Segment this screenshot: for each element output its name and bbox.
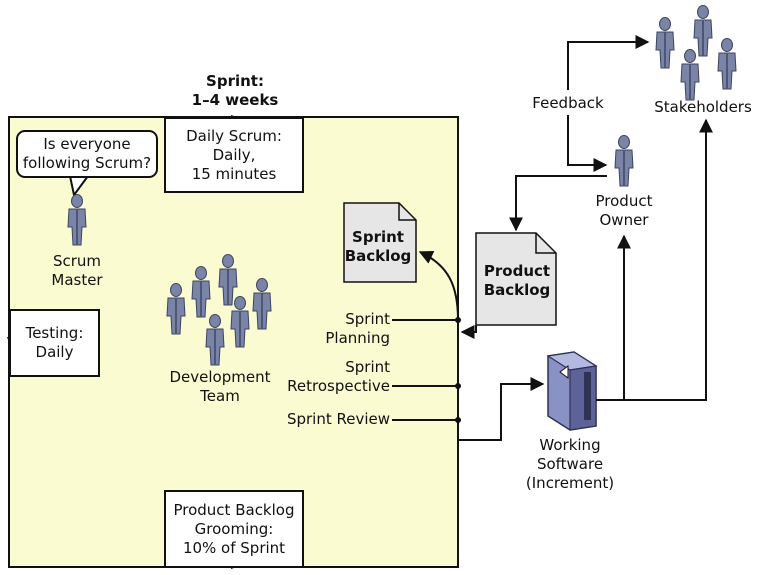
product-backlog-to-planning-arrow [460,325,477,339]
software-to-owner-arrow [596,234,631,401]
product-backlog-grooming-box: Product Backlog Grooming: 10% of Sprint [164,490,304,568]
label-line: Master [51,271,103,289]
speech-line: Is everyone [43,135,131,153]
sprint-title-line: Sprint: [206,72,264,90]
grooming-label: Product Backlog [173,500,295,519]
daily-scrum-box: Daily Scrum: Daily, 15 minutes [164,117,304,193]
scrum-master-speech-bubble: Is everyone following Scrum? [16,130,158,178]
label-line: Sprint Review [286,410,390,428]
stakeholders-label: Stakeholders [648,98,758,117]
label-line: (Increment) [525,474,615,492]
label-line: Working [539,436,601,454]
label-line: Software [536,455,604,473]
label-line: Backlog [344,247,412,265]
label-line: Development [169,368,271,386]
label-line: Backlog [483,281,551,299]
label-line: Product [483,262,551,280]
sprint-title: Sprint: 1–4 weeks [180,72,290,110]
scrum-master-label: Scrum Master [40,252,114,290]
label-line: Owner [599,211,649,229]
product-owner-person-icon [614,135,634,187]
stakeholder-person-icon [693,5,713,57]
sprint-planning-label: Sprint Planning [300,310,390,348]
sprint-review-label: Sprint Review [280,410,390,429]
label-line: Feedback [532,94,604,112]
review-to-software-arrow [458,377,545,441]
product-backlog-label: Product Backlog [478,262,556,300]
label-line: Product [595,192,653,210]
daily-scrum-frequency: Daily, [212,145,256,164]
development-team-label: Development Team [160,368,280,406]
stakeholder-person-icon [680,49,700,101]
sprint-backlog-document-icon [343,202,417,283]
testing-label: Testing: [25,324,84,342]
grooming-label: Grooming: [194,519,274,538]
label-line: Planning [325,329,390,347]
label-line: Scrum [52,252,102,270]
testing-box: Testing: Daily [9,309,100,377]
grooming-allocation: 10% of Sprint [182,538,286,557]
sprint-backlog-label: Sprint Backlog [344,228,412,266]
label-line: Sprint [345,358,390,376]
sprint-retrospective-label: Sprint Retrospective [280,358,390,396]
speech-line: following Scrum? [22,154,152,172]
product-backlog-document-icon [475,232,557,326]
working-software-server-icon [546,351,598,431]
label-line: Retrospective [287,377,390,395]
daily-scrum-label: Daily Scrum: [186,126,282,145]
feedback-to-stakeholders-arrow [567,35,650,90]
product-owner-to-backlog-arrow [509,175,607,232]
software-to-stakeholders-arrow [624,118,713,401]
stakeholder-person-icon [717,38,737,90]
label-line: Sprint [352,228,404,246]
label-line: Sprint [345,310,390,328]
testing-frequency: Daily [35,343,74,361]
stakeholder-person-icon [655,17,675,69]
label-line: Stakeholders [654,98,752,116]
label-line: Team [200,387,240,405]
working-software-label: Working Software (Increment) [520,436,620,493]
feedback-label: Feedback [528,94,608,113]
feedback-to-owner-arrow [567,115,608,172]
daily-scrum-duration: 15 minutes [191,164,277,183]
sprint-duration: 1–4 weeks [191,91,279,109]
product-owner-label: Product Owner [584,192,664,230]
planning-to-sprint-backlog-arrow [418,250,459,321]
